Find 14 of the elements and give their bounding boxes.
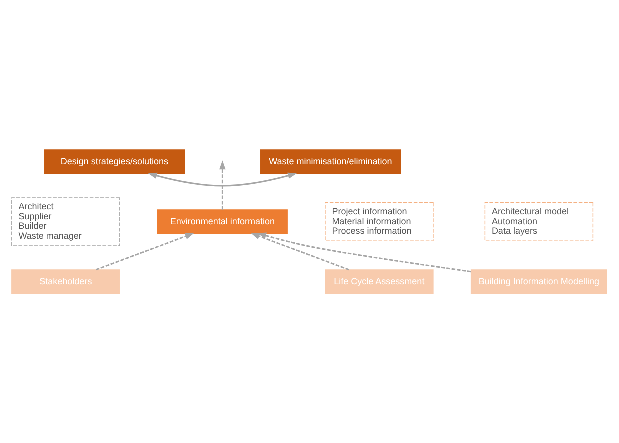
node-box: Environmental information: [157, 209, 288, 234]
node-box: Architect Supplier Builder Waste manager: [12, 197, 120, 246]
arrow: [148, 172, 298, 186]
arrow: [257, 232, 472, 272]
node-box: Building Information Modelling: [470, 269, 608, 294]
arrow: [96, 232, 194, 270]
node-box: Life Cycle Assessment: [325, 269, 434, 294]
node-box: Architectural model Automation Data layers: [484, 202, 594, 241]
node-box: Project information Material information Process information: [325, 202, 434, 241]
arrow: [250, 232, 350, 270]
node-box: Stakeholders: [12, 269, 120, 294]
node-box: Waste minimisation/elimination: [260, 149, 402, 174]
node-box: Design strategies/solutions: [44, 149, 186, 174]
arrow: [220, 160, 226, 210]
